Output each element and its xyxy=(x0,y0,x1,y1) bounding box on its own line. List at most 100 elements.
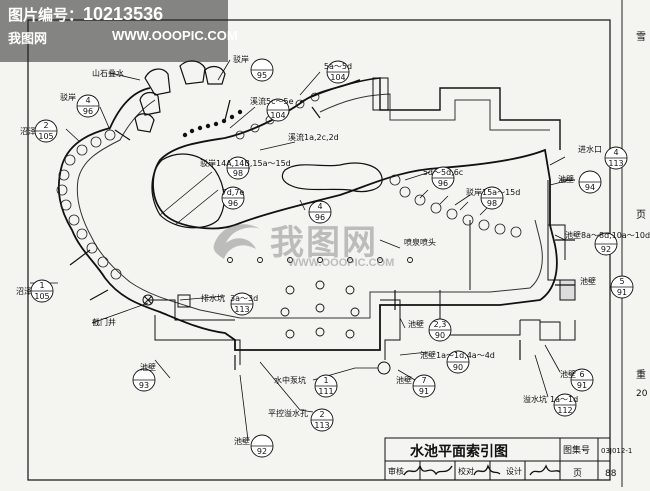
label-stream-1: 溪流5c～5e xyxy=(250,96,294,106)
id-watermark: 图片编号：10213536 我图网 WWW.OOOPIC.COM xyxy=(0,0,238,62)
center-watermark-text: 我图网 xyxy=(270,224,378,262)
callout-bottom: 113 xyxy=(314,421,329,430)
callout-top: 5d～5d,6c xyxy=(423,168,463,177)
callout-bottom: 104 xyxy=(270,111,285,120)
label-pool-wall-r1: 池壁 xyxy=(558,174,574,184)
label-sump-codes: 1a～1d xyxy=(550,395,578,404)
gate-valve-symbol xyxy=(142,294,154,306)
watermark-id-number: 10213536 xyxy=(83,4,164,24)
label-swamp-2: 沼泽 xyxy=(16,287,32,296)
callout-top: 2,3 xyxy=(434,320,447,329)
label-pool-wall-r3: 池壁 xyxy=(580,276,596,286)
label-pump-pit: 水中泵坑 xyxy=(274,375,306,385)
page-number: 88 xyxy=(605,469,617,479)
rock-bank-pattern xyxy=(56,92,522,280)
callout-bottom: 95 xyxy=(257,71,267,80)
label-swamp-1: 沼泽 xyxy=(20,127,36,136)
callout-top: 2 xyxy=(319,410,324,419)
rock-waterfall xyxy=(134,60,226,133)
right-strip-mid: 页 xyxy=(636,209,646,221)
callout-bottom: 98 xyxy=(233,169,243,178)
check-label: 校对 xyxy=(458,466,474,476)
rock-island xyxy=(281,162,383,193)
callout-top: 2 xyxy=(43,121,48,130)
label-gate-well: 截门井 xyxy=(92,317,116,327)
label-pool-wall-r2: 池壁8a～8d,10a～10d xyxy=(565,230,650,240)
watermark-id-label: 图片编号： xyxy=(8,7,84,24)
plan-labels: 山石叠水 驳岸 沼泽 驳岸 溪流5c～5e 溪流1a,2c,2d 驳岸14A,1… xyxy=(16,55,650,446)
center-watermark-url: WWW.OOOPIC.COM xyxy=(288,257,395,269)
watermark-site-name: 我图网 xyxy=(8,31,48,46)
right-strip-note: 20 xyxy=(636,389,648,399)
stream-bed-dark xyxy=(182,109,243,138)
atlas-label: 图集号 xyxy=(563,444,590,456)
callout-bottom: 91 xyxy=(617,288,627,297)
callout-bottom: 105 xyxy=(38,132,53,141)
callout-bottom: 91 xyxy=(577,381,587,390)
label-drain-codes: 3a～3d xyxy=(230,294,258,303)
label-stream-2: 溪流1a,2c,2d xyxy=(288,132,339,142)
page-label: 页 xyxy=(573,468,582,479)
callout-bottom: 113 xyxy=(234,305,249,314)
callout-bottom: 91 xyxy=(419,387,429,396)
callout-bottom: 92 xyxy=(601,245,611,254)
label-pool-wall-b: 池壁 xyxy=(396,375,412,385)
pump-pit-symbol xyxy=(377,361,391,375)
label-pool-wall-l: 池壁 xyxy=(140,362,156,372)
callout-bottom: 113 xyxy=(608,159,623,168)
label-sump: 溢水坑 xyxy=(523,394,547,404)
callout-bottom: 92 xyxy=(257,447,267,456)
label-bank-top: 驳岸 xyxy=(233,55,249,64)
sump-box xyxy=(539,321,561,341)
label-spring: 喷泉喷头 xyxy=(404,237,436,247)
label-drain: 排水坑 xyxy=(201,293,225,303)
label-bank-mid: 驳岸14A,14B,15a～15d xyxy=(200,159,291,168)
label-bank-right: 驳岸15a～15d xyxy=(466,188,520,197)
review-label: 审核 xyxy=(388,466,404,476)
pond-inner-outline xyxy=(76,99,543,319)
callout-bottom: 96 xyxy=(438,179,448,188)
fountain-nozzles xyxy=(227,257,413,339)
label-pool-wall-rb: 池壁 xyxy=(560,369,576,379)
gate-well-box xyxy=(177,294,191,308)
pipe-lines xyxy=(148,180,576,365)
callout-top: 4 xyxy=(613,148,618,157)
watermark-site-url: WWW.OOOPIC.COM xyxy=(112,28,238,43)
callout-bottom: 96 xyxy=(228,199,238,208)
callout-top: 7d,7e xyxy=(222,188,245,197)
title-block xyxy=(384,437,611,481)
callout-top: 5 xyxy=(619,277,624,286)
stream-channel xyxy=(299,77,561,150)
label-bank-left: 驳岸 xyxy=(60,93,76,102)
label-pool-wall-b2: 池壁1a～1d,4a～4d xyxy=(420,350,495,360)
callout-bottom: 104 xyxy=(330,73,345,82)
callout-bottom: 90 xyxy=(435,331,445,340)
callout-bottom: 90 xyxy=(453,363,463,372)
callout-top: 5a～5d xyxy=(324,62,352,71)
watermark-logo-icon xyxy=(213,224,260,259)
callout-bottom: 94 xyxy=(585,183,595,192)
title-text: 水池平面索引图 xyxy=(410,443,508,460)
label-rock-water: 山石叠水 xyxy=(92,68,124,78)
callout-top: 4 xyxy=(85,96,90,105)
callout-texts: 4 96 2 105 95 5a～5d 104 104 98 7d,7e 96 … xyxy=(34,62,627,456)
right-strip-top: 雪 xyxy=(636,31,646,43)
watermark-id-line: 图片编号：10213536 xyxy=(8,4,163,25)
label-pool-wall-mid: 池壁 xyxy=(408,319,424,329)
callout-top: 1 xyxy=(39,281,44,290)
atlas-number: 03J012-1 xyxy=(601,447,632,455)
label-pool-wall-bl: 池壁 xyxy=(234,436,250,446)
callout-top: 4 xyxy=(317,202,322,211)
callout-top: 1 xyxy=(323,376,328,385)
design-label: 设计 xyxy=(506,466,522,476)
callout-bottom: 93 xyxy=(139,381,149,390)
callout-bottom: 111 xyxy=(318,387,333,396)
callout-bottom: 105 xyxy=(34,292,49,301)
label-inlet: 进水口 xyxy=(578,144,602,154)
callout-bottom: 96 xyxy=(315,213,325,222)
label-overflow: 平控溢水孔 xyxy=(268,408,308,418)
callout-top: 6 xyxy=(579,370,584,379)
island-outline xyxy=(151,153,225,229)
